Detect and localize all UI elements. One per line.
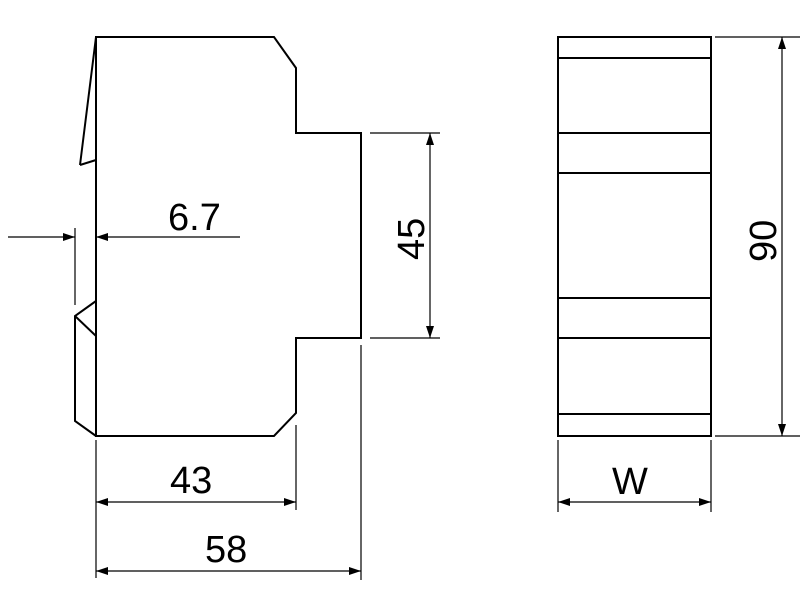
upper-clip-edge bbox=[79, 159, 97, 166]
dimension-45 bbox=[370, 132, 440, 339]
dim-label-45: 45 bbox=[391, 218, 433, 260]
dim-label-43: 43 bbox=[170, 460, 212, 502]
dimension-90 bbox=[715, 36, 800, 437]
lower-clip-inner bbox=[74, 315, 97, 337]
lower-clip bbox=[74, 300, 97, 437]
side-view-outline bbox=[95, 36, 362, 437]
dim-label-6-7: 6.7 bbox=[168, 197, 221, 239]
dimension-w bbox=[557, 440, 712, 512]
front-view bbox=[557, 36, 712, 437]
front-view-outline bbox=[557, 36, 712, 437]
dim-label-90: 90 bbox=[743, 220, 785, 262]
dimension-43 bbox=[95, 425, 297, 578]
upper-clip bbox=[79, 36, 97, 166]
dim-label-58: 58 bbox=[205, 529, 247, 571]
dim-label-w: W bbox=[612, 461, 648, 503]
side-view bbox=[74, 36, 362, 437]
dimension-58 bbox=[96, 345, 362, 580]
